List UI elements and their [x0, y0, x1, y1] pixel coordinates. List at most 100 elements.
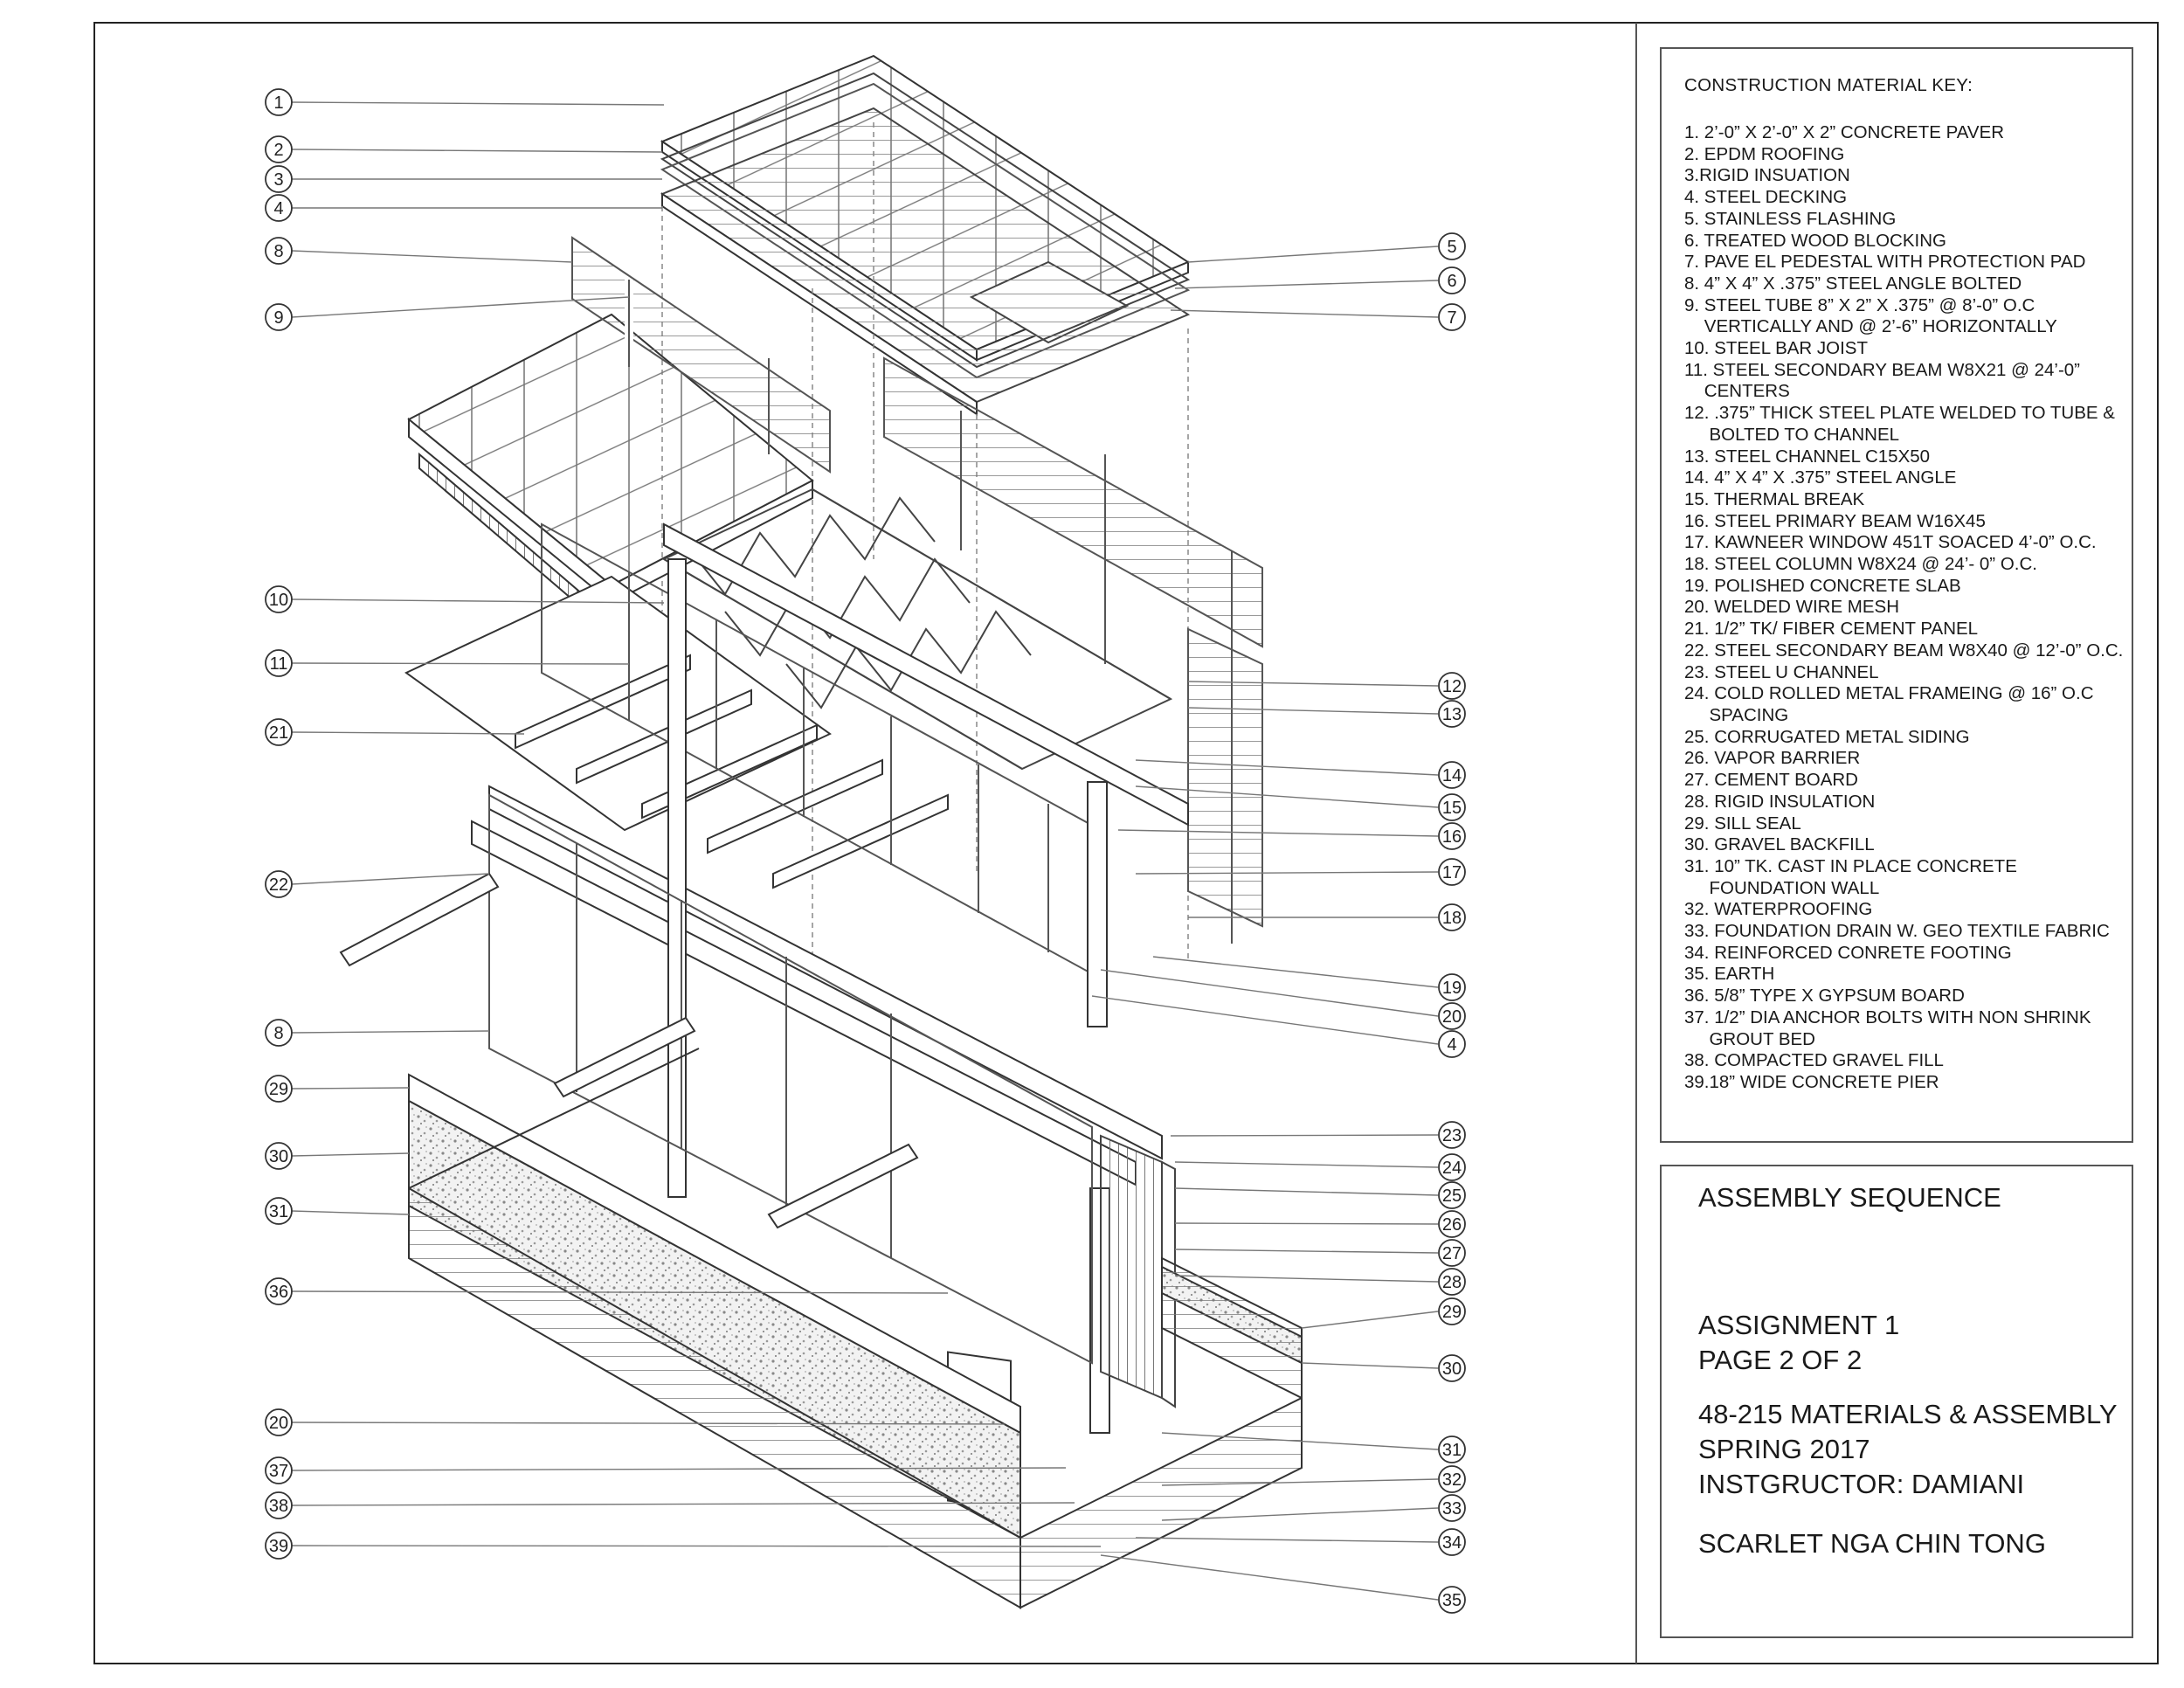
material-key-item: 38. COMPACTED GRAVEL FILL [1684, 1050, 1944, 1071]
material-key-item: 22. STEEL SECONDARY BEAM W8X40 @ 12’-0” … [1684, 640, 2124, 661]
callout-bubble [1438, 1239, 1466, 1267]
material-key-item: 23. STEEL U CHANNEL [1684, 661, 1879, 682]
callout-bubble [1438, 1153, 1466, 1181]
material-key-item: 33. FOUNDATION DRAIN W. GEO TEXTILE FABR… [1684, 921, 2110, 942]
callout-bubble [265, 1142, 293, 1170]
material-key-item: 17. KAWNEER WINDOW 451T SOACED 4’-0” O.C… [1684, 532, 2097, 553]
material-key-item: 34. REINFORCED CONRETE FOOTING [1684, 942, 2012, 963]
material-key-item: 29. SILL SEAL [1684, 813, 1801, 834]
material-key-item: 21. 1/2” TK/ FIBER CEMENT PANEL [1684, 619, 1979, 640]
callout-bubble [1438, 1494, 1466, 1522]
material-key-item: 3.RIGID INSUATION [1684, 165, 1850, 186]
material-key-item: 13. STEEL CHANNEL C15X50 [1684, 446, 1931, 467]
material-key-item: 15. THERMAL BREAK [1684, 488, 1865, 509]
callout-number: 19 [1442, 979, 1462, 998]
material-key-item: 39.18” WIDE CONCRETE PIER [1684, 1071, 1939, 1092]
callout-number: 24 [1442, 1159, 1462, 1178]
callout-leader [291, 731, 525, 735]
callout-leader [1187, 681, 1439, 687]
callout-leader [1135, 759, 1439, 776]
callout-bubble [1438, 1210, 1466, 1238]
course-label: 48-215 MATERIALS & ASSEMBLY [1698, 1399, 2118, 1429]
title-block-panel: ASSEMBLY SEQUENCE ASSIGNMENT 1 PAGE 2 OF… [1660, 1165, 2133, 1638]
callout-bubble [265, 1456, 293, 1484]
material-key-panel: CONSTRUCTION MATERIAL KEY: 1. 2’-0” X 2’… [1660, 47, 2133, 1143]
callout-number: 13 [1442, 705, 1462, 724]
callout-number: 37 [269, 1462, 288, 1481]
callout-bubble [1438, 1030, 1466, 1058]
material-key-item: 12. .375” THICK STEEL PLATE WELDED TO TU… [1684, 403, 2115, 424]
callout-leader [291, 101, 665, 106]
course-block: 48-215 MATERIALS & ASSEMBLY SPRING 2017 … [1698, 1397, 2132, 1502]
callout-bubble [1438, 1528, 1466, 1556]
callout-number: 36 [269, 1283, 288, 1302]
callout-leader [1174, 1161, 1439, 1168]
callout-bubble [1438, 303, 1466, 331]
material-key-item: 1. 2’-0” X 2’-0” X 2” CONCRETE PAVER [1684, 122, 2005, 142]
callout-number: 3 [273, 170, 283, 190]
material-key-item: 4. STEEL DECKING [1684, 187, 1848, 208]
callout-bubble [265, 870, 293, 898]
callout-bubble [1438, 672, 1466, 700]
callout-bubble [265, 135, 293, 163]
callout-number: 25 [1442, 1186, 1462, 1206]
callout-bubble [1438, 973, 1466, 1001]
callout-number: 15 [1442, 799, 1462, 818]
callout-leader [291, 873, 490, 885]
callout-leader [291, 1030, 490, 1034]
callout-leader [1091, 995, 1439, 1045]
callout-number: 8 [273, 242, 283, 261]
callout-number: 29 [1442, 1303, 1462, 1322]
term-label: SPRING 2017 [1698, 1434, 1870, 1464]
material-key-item: 6. TREATED WOOD BLOCKING [1684, 230, 1946, 251]
callout-number: 27 [1442, 1244, 1462, 1263]
exploded-axonometric-drawing [339, 54, 1303, 1609]
callout-bubble [1438, 761, 1466, 789]
callout-number: 1 [273, 93, 283, 113]
callout-bubble [265, 1491, 293, 1519]
callout-number: 35 [1442, 1591, 1462, 1610]
material-key-item: CENTERS [1684, 381, 1790, 402]
bar-joist-grid [661, 488, 1173, 771]
callout-leader [1170, 309, 1439, 318]
callout-leader [1187, 707, 1439, 715]
callout-leader [291, 149, 663, 153]
callout-number: 29 [269, 1080, 288, 1099]
material-key-item: 2. EPDM ROOFING [1684, 143, 1845, 164]
callout-number: 8 [273, 1024, 283, 1043]
callout-leader [1161, 1507, 1439, 1521]
callout-bubble [265, 1532, 293, 1560]
callout-leader [1135, 1537, 1439, 1543]
callout-bubble [1438, 700, 1466, 728]
callout-number: 7 [1447, 308, 1456, 328]
callout-number: 21 [269, 723, 288, 743]
title-block-heading: ASSEMBLY SEQUENCE [1698, 1182, 2001, 1213]
material-key-item: 16. STEEL PRIMARY BEAM W16X45 [1684, 510, 1986, 531]
callout-number: 26 [1442, 1215, 1462, 1235]
foundation-wall-pier [408, 1048, 1303, 1609]
callout-bubble [265, 1075, 293, 1103]
callout-leader [1174, 280, 1439, 289]
floor-slab [404, 575, 832, 832]
callout-number: 2 [273, 141, 283, 160]
material-key-item: 24. COLD ROLLED METAL FRAMEING @ 16” O.C [1684, 683, 2094, 704]
callout-bubble [1438, 822, 1466, 850]
callout-number: 9 [273, 308, 283, 328]
callout-leader [1187, 246, 1439, 263]
callout-number: 31 [269, 1202, 288, 1221]
callout-number: 30 [1442, 1359, 1462, 1379]
callout-leader [291, 1290, 949, 1294]
callout-number: 6 [1447, 272, 1456, 291]
callout-number: 33 [1442, 1499, 1462, 1519]
callout-leader [1100, 1554, 1439, 1601]
assignment-block: ASSIGNMENT 1 PAGE 2 OF 2 [1698, 1308, 2132, 1378]
callout-number: 30 [269, 1147, 288, 1166]
secondary-beam-w8x40 [339, 872, 919, 1229]
callout-bubble [1438, 1181, 1466, 1209]
callout-bubble [265, 303, 293, 331]
material-key-item: 14. 4” X 4” X .375” STEEL ANGLE [1684, 467, 1957, 488]
material-key-item: 10. STEEL BAR JOIST [1684, 338, 1869, 359]
callout-bubble [1438, 1586, 1466, 1614]
material-key-item: 19. POLISHED CONCRETE SLAB [1684, 575, 1961, 596]
callout-leader [291, 662, 630, 665]
